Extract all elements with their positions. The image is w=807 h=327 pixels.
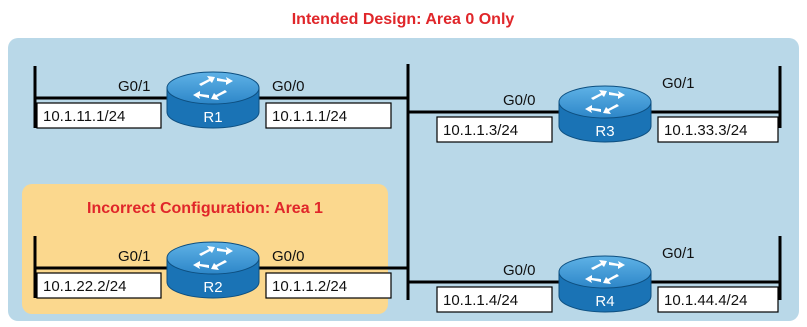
r2-right-interface: G0/0: [272, 248, 305, 265]
router-name: R4: [595, 293, 614, 310]
r3-left-ip: 10.1.1.3/24: [443, 122, 518, 139]
router-name: R1: [203, 109, 222, 126]
r3-right-interface: G0/1: [662, 75, 695, 92]
router-name: R3: [595, 123, 614, 140]
r2-right-ip: 10.1.1.2/24: [272, 278, 347, 295]
r3-right-ip: 10.1.33.3/24: [664, 122, 747, 139]
router-r3[interactable]: R3: [558, 85, 652, 143]
router-r4[interactable]: R4: [558, 255, 652, 313]
r1-left-interface: G0/1: [118, 78, 151, 95]
highlight-title: Incorrect Configuration: Area 1: [87, 200, 323, 217]
r4-right-interface: G0/1: [662, 245, 695, 262]
r3-left-interface: G0/0: [503, 92, 536, 109]
r1-right-ip: 10.1.1.1/24: [272, 108, 347, 125]
router-r1[interactable]: R1: [166, 71, 260, 129]
r2-left-ip: 10.1.22.2/24: [43, 278, 126, 295]
ip-label-boxes: [36, 102, 779, 313]
r1-right-interface: G0/0: [272, 78, 305, 95]
diagram-title: Intended Design: Area 0 Only: [292, 11, 515, 28]
router-r2[interactable]: R2: [166, 241, 260, 299]
r1-left-ip: 10.1.11.1/24: [43, 108, 125, 125]
r4-left-interface: G0/0: [503, 262, 536, 279]
r2-left-interface: G0/1: [118, 248, 151, 265]
r4-right-ip: 10.1.44.4/24: [664, 292, 747, 309]
r4-left-ip: 10.1.1.4/24: [443, 292, 518, 309]
router-name: R2: [203, 279, 222, 296]
